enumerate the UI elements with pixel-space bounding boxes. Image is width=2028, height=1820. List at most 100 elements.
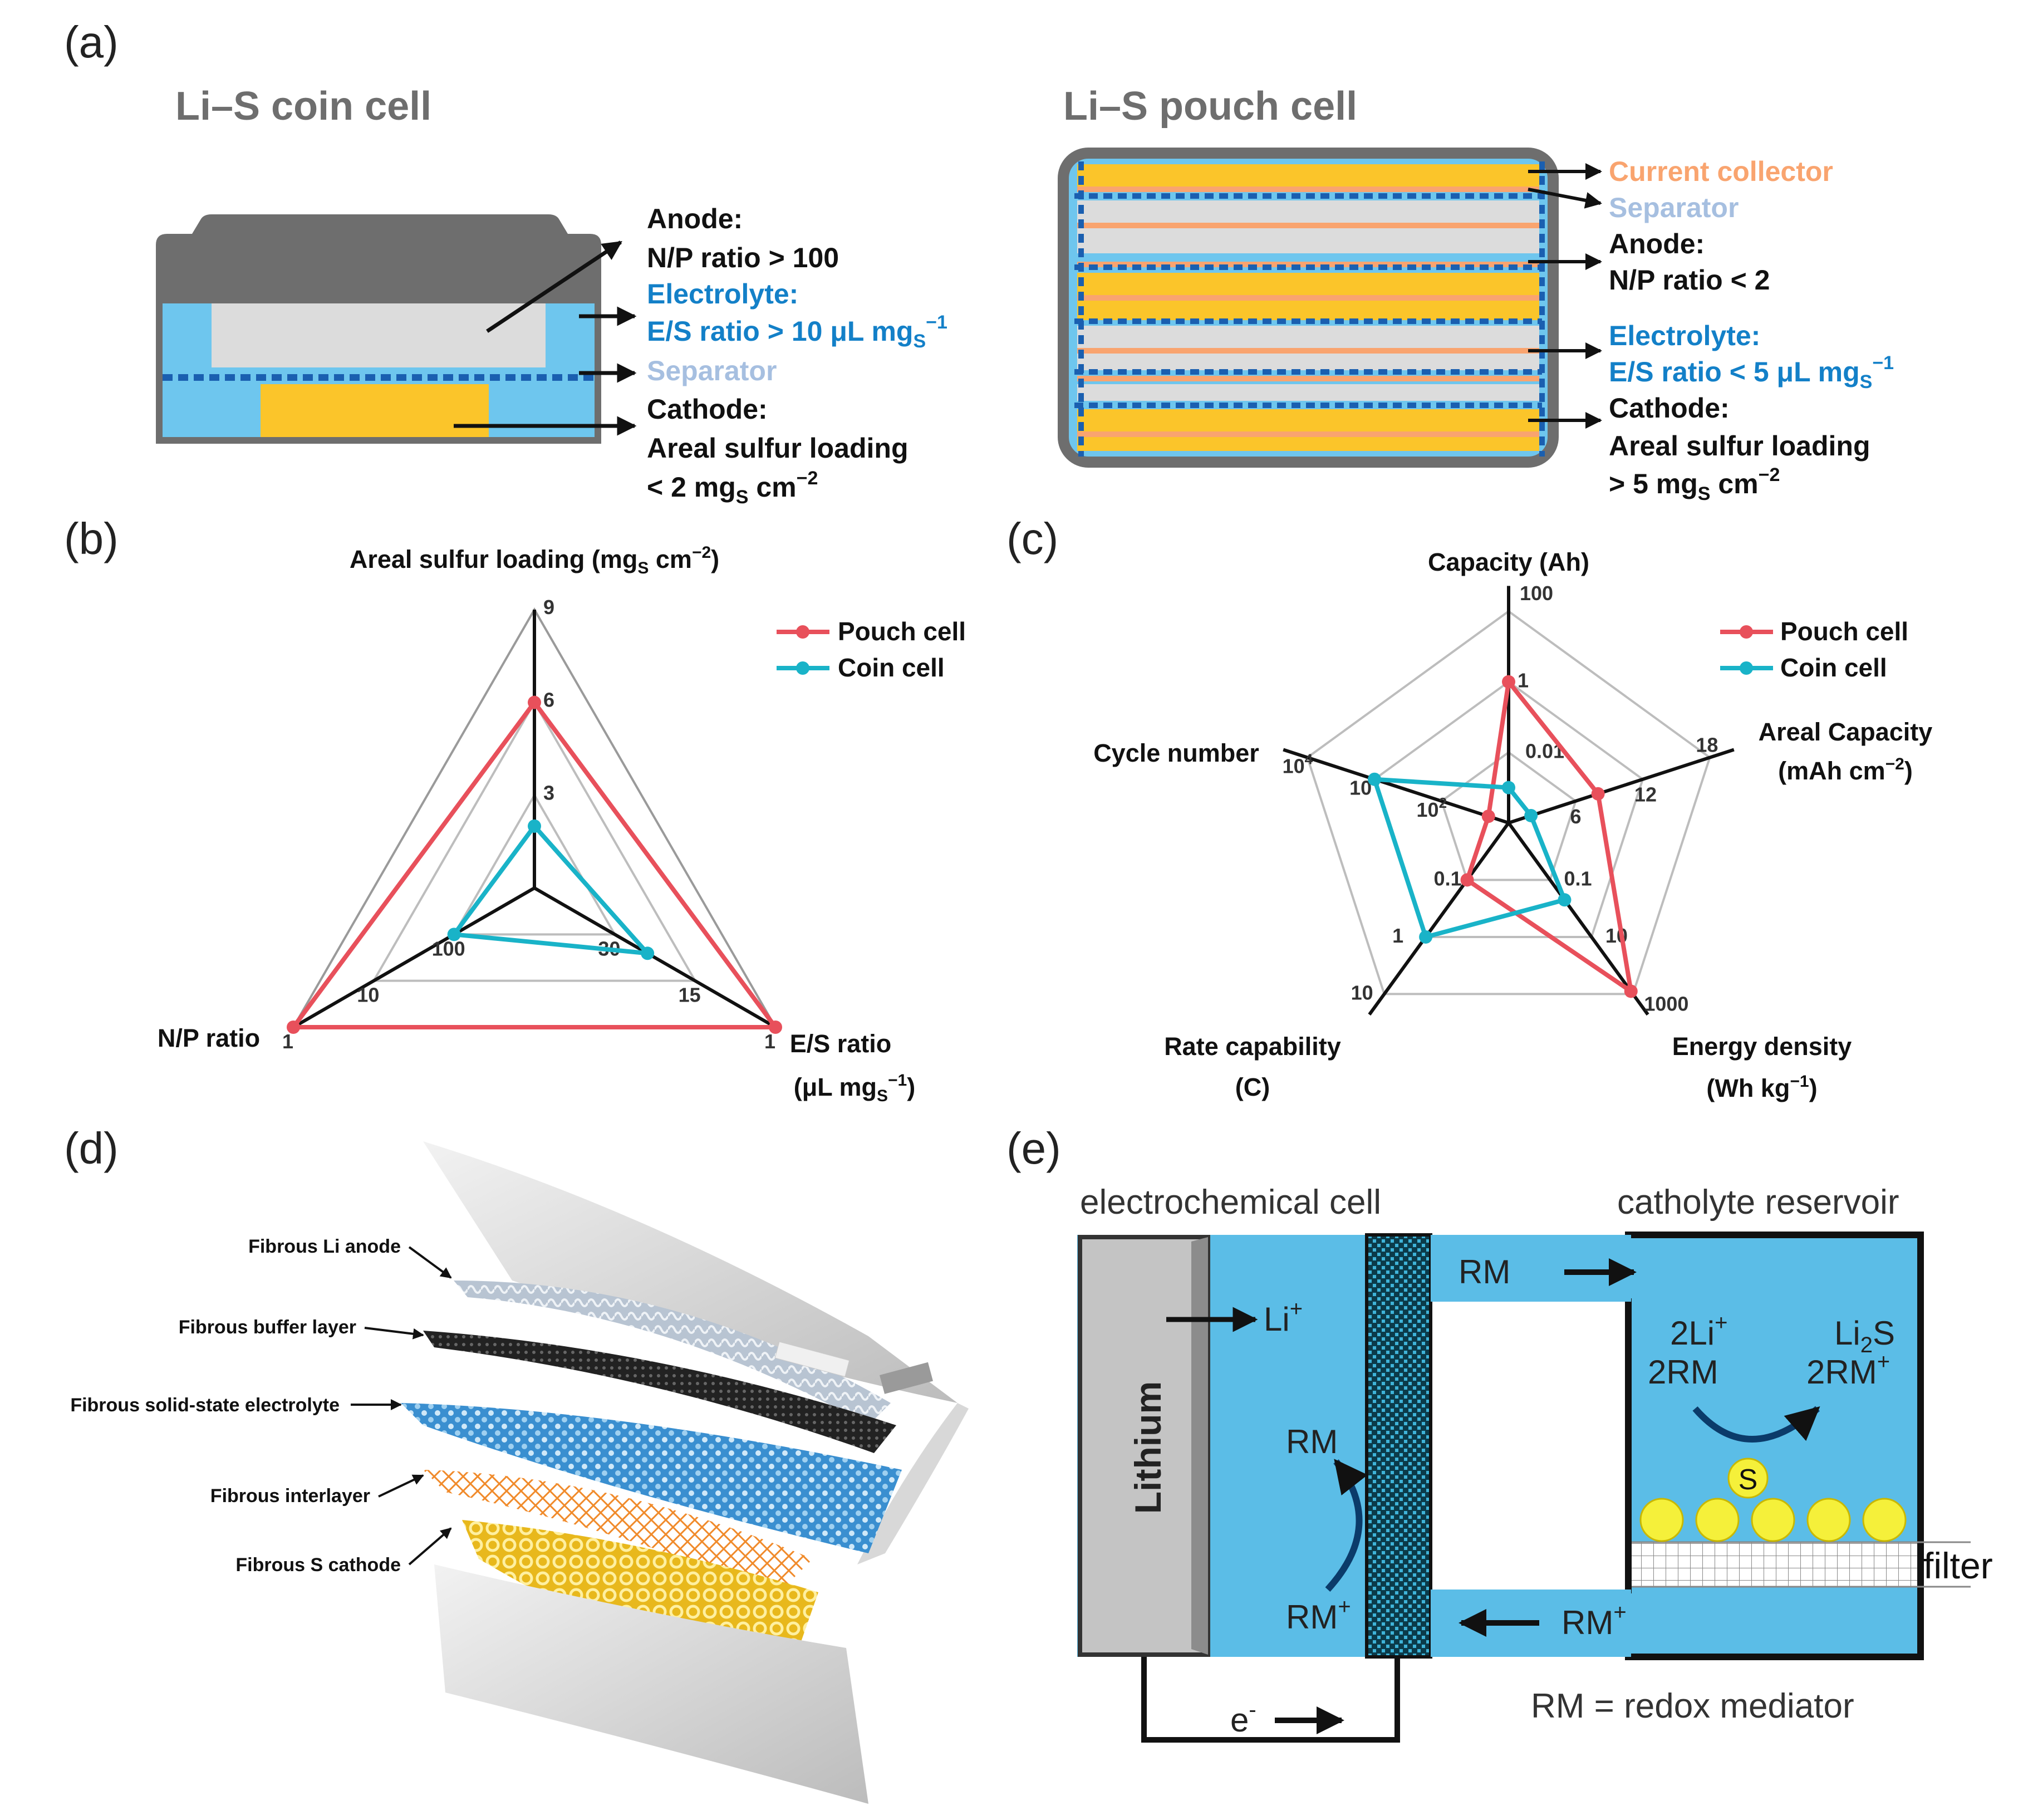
radar-b-axis-label-np: N/P ratio [158,1024,260,1052]
flow-cell-diagram: electrochemical cell catholyte reservoir… [1077,1183,1993,1743]
redox-mediator-note: RM = redox mediator [1531,1687,1854,1725]
radar-c-axis [1508,748,1735,825]
catholyte-reservoir-label: catholyte reservoir [1617,1183,1899,1221]
coin-casing-bottom [156,437,601,444]
legend-coin-label-c: Coin cell [1780,653,1887,682]
reaction-arrow [1692,1406,1820,1443]
label-fibrous-buffer: Fibrous buffer layer [179,1317,356,1338]
radar-chart-c: Capacity (Ah) Areal Capacity (mAh cm−2) … [1093,548,1932,1102]
label-fibrous-s-cathode: Fibrous S cathode [235,1554,401,1576]
arrow-li-anode [408,1246,452,1279]
pouch-layer [1077,164,1539,187]
radar-c-axis-label-areal-unit: (mAh cm−2) [1778,755,1913,785]
pouch-layer [1077,354,1539,370]
fibrous-battery-illustration: Fibrous Li anode Fibrous buffer layer Fi… [70,1141,969,1804]
radar-b-series-coin [450,822,653,956]
pouch-layer [1077,301,1539,320]
fibrous-buffer-layer [423,1331,896,1453]
radar-c-axis [1283,748,1509,825]
panel-label-c: (c) [1006,514,1058,563]
sulfur-particle [1862,1498,1907,1542]
rm-left-top-label: RM [1286,1423,1338,1460]
radar-c-point [1481,810,1495,823]
radar-c-point [1502,675,1515,689]
membrane [1365,1233,1432,1659]
legend-pouch-marker [796,625,809,639]
radar-b-tick-label: 10 [357,984,379,1007]
legend-pouch-marker-c [1740,625,1753,639]
panel-label-b: (b) [64,514,119,563]
radar-c-tick-label: 104 [1283,751,1313,778]
legend-coin-label: Coin cell [838,653,945,682]
radar-c-axis [1507,822,1649,1016]
pouch-layer [1077,223,1539,228]
radar-c-axis-label-areal: Areal Capacity [1759,718,1933,746]
sulfur-particle [1695,1498,1740,1542]
radar-b-tick-label: 6 [543,689,554,712]
sulfur-particles [1639,1498,1907,1542]
pouch-cathode-value: Areal sulfur loading [1609,430,1870,462]
filter-mesh [1632,1542,1917,1587]
label-fibrous-li-anode: Fibrous Li anode [248,1236,401,1257]
sulfur-particle [1639,1498,1684,1542]
sulfur-label: S [1739,1464,1758,1496]
pouch-layer [1077,326,1539,348]
catholyte-reservoir [1625,1232,1924,1660]
radar-c-tick-label: 1000 [1644,992,1688,1015]
pouch-electrolyte-heading: Electrolyte: [1609,320,1760,351]
radar-b-axis-label-es: E/S ratio [790,1029,892,1058]
panel-label-a: (a) [64,17,119,67]
radar-c-axis-label-cycle: Cycle number [1093,739,1259,767]
coin-separator-label: Separator [647,355,777,386]
coin-anode-heading: Anode: [647,203,743,234]
radar-b-tick-label: 3 [543,781,554,804]
electrochemical-cell-label: electrochemical cell [1080,1183,1381,1221]
rm-plus-bottom-label: RM+ [1561,1600,1627,1641]
reaction-right-line1: Li2S [1834,1314,1895,1357]
radar-b-point [447,928,461,941]
radar-c-grid [1306,610,1711,995]
radar-c-point [1591,787,1605,801]
tab-left [774,1341,850,1377]
pouch-layer [1077,228,1539,253]
coin-cell-title: Li–S coin cell [175,84,431,129]
pouch-separator-arrow [1528,188,1602,209]
legend-pouch-label-c: Pouch cell [1780,617,1908,646]
radar-b-point [528,695,541,709]
coin-cathode [261,384,489,437]
pouch-layer [1077,295,1539,301]
coin-anode [212,303,546,367]
pouch-layer [1077,437,1539,451]
pouch-layer-stack [1074,161,1545,457]
radar-c-axis-label-rate: Rate capability [1164,1032,1341,1061]
coin-anode-value: N/P ratio > 100 [647,242,839,273]
rm-top-label: RM [1459,1253,1510,1291]
arrow-buffer [364,1327,424,1340]
radar-b-tick-label: 1 [764,1030,775,1053]
filter-label: filter [1923,1545,1993,1586]
radar-c-point [1624,984,1638,998]
arrow-s-cathode [408,1527,452,1566]
radar-c-tick-label: 1 [1392,924,1403,947]
radar-c-point [1524,808,1538,822]
top-fabric-sheet [423,1141,957,1403]
legend-pouch-label: Pouch cell [838,617,966,646]
electron-label: e- [1230,1698,1256,1739]
pouch-layer [1077,200,1539,223]
pouch-layer [1077,431,1539,437]
coin-cathode-heading: Cathode: [647,394,768,425]
pouch-anode-heading: Anode: [1609,228,1705,259]
radar-b-tick-label: 1 [282,1030,293,1053]
radar-b-legend: Pouch cell Coin cell [777,617,966,682]
radar-c-tick-label: 0.1 [1564,867,1592,890]
rm-plus-left-label: RM+ [1286,1595,1351,1636]
fold-edge [857,1403,969,1564]
radar-c-grid [1440,750,1577,881]
pouch-layer [1077,376,1539,381]
radar-c-point [1368,772,1382,786]
pipe-top [1431,1235,1631,1302]
li-plus-label: Li+ [1264,1297,1303,1338]
fibrous-interlayer [423,1470,813,1592]
radar-c-tick-label: 6 [1570,805,1581,828]
rm-regeneration-arrow [1325,1459,1368,1592]
